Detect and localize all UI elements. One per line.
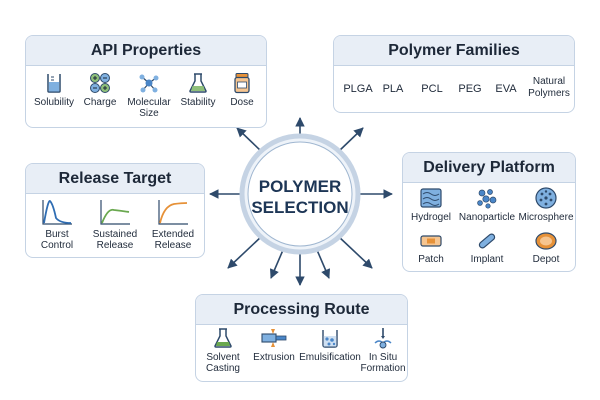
beaker-icon	[47, 74, 61, 93]
family-plga: PLGA	[343, 83, 373, 95]
platform-item-label: Patch	[418, 254, 444, 265]
release-item-label: Sustained Release	[92, 229, 138, 251]
platform-item-hydrogel: Hydrogel	[405, 187, 457, 223]
hydrogel-icon	[420, 188, 442, 208]
api-item-dose: Dose	[222, 72, 262, 108]
api-item-label: Solubility	[33, 97, 75, 108]
arrow-to-polymer-families	[337, 127, 364, 153]
depot-icon	[535, 232, 557, 250]
processing-item-label: Extrusion	[253, 352, 295, 363]
release-target-title: Release Target	[26, 164, 204, 194]
patch-icon	[420, 235, 442, 247]
platform-item-microsphere: Microsphere	[517, 187, 575, 223]
family-pla: PLA	[382, 83, 404, 95]
platform-item-label: Hydrogel	[410, 212, 452, 223]
processing-item-label: Solvent Casting	[206, 352, 240, 374]
api-item-label: Charge	[83, 97, 117, 108]
microsphere-icon	[535, 187, 557, 209]
api-item-stability: Stability	[174, 72, 222, 108]
platform-item-label: Nanoparticle	[458, 212, 516, 223]
arrow-to-processing-left	[269, 249, 284, 279]
flask-icon	[189, 73, 207, 93]
platform-item-label: Microsphere	[518, 212, 574, 223]
release-item-label: Extended Release	[151, 229, 195, 251]
center-title: POLYMER SELECTION	[240, 176, 360, 218]
processing-item-label: Emulsification	[299, 352, 361, 363]
polymer-families-title: Polymer Families	[334, 36, 574, 66]
burst-curve-icon	[42, 200, 72, 225]
polymer-families-card: Polymer Families PLGA PLA PCL PEG EVA Na…	[333, 35, 575, 113]
family-peg: PEG	[458, 83, 482, 95]
emulsion-icon	[322, 330, 338, 348]
release-item-sustained-release: Sustained Release	[86, 198, 144, 251]
api-item-label: Stability	[180, 97, 216, 108]
platform-item-label: Implant	[470, 254, 504, 265]
solvent-flask-icon	[214, 328, 232, 348]
api-item-label: Molecular Size	[127, 97, 171, 119]
arrow-to-lower-right	[337, 235, 373, 269]
release-target-card: Release Target Burst Control Sustained R…	[25, 163, 205, 258]
api-properties-title: API Properties	[26, 36, 266, 66]
platform-item-depot: Depot	[517, 231, 575, 265]
sustained-curve-icon	[100, 200, 130, 225]
charge-icon	[90, 73, 110, 93]
release-item-extended-release: Extended Release	[144, 198, 202, 251]
center-title-line2: SELECTION	[251, 198, 349, 217]
processing-route-card: Processing Route Solvent Casting Extrusi…	[195, 294, 408, 382]
platform-item-label: Depot	[532, 254, 560, 265]
release-item-label: Burst Control	[40, 229, 74, 251]
platform-item-patch: Patch	[405, 231, 457, 265]
arrow-to-lower-left	[227, 235, 263, 269]
api-properties-card: API Properties Solubility Charge Molecul…	[25, 35, 267, 128]
platform-item-implant: Implant	[457, 231, 517, 265]
release-item-burst-control: Burst Control	[30, 198, 84, 251]
api-item-solubility: Solubility	[30, 72, 78, 108]
family-natural-polymers: Natural Polymers	[528, 76, 570, 99]
family-pcl: PCL	[421, 83, 443, 95]
processing-item-solvent-casting: Solvent Casting	[198, 327, 248, 374]
center-title-line1: POLYMER	[258, 177, 342, 196]
arrow-to-processing-right	[316, 249, 331, 279]
pill-bottle-icon	[234, 73, 250, 94]
processing-item-extrusion: Extrusion	[250, 327, 298, 363]
in-situ-icon	[374, 328, 392, 349]
processing-item-in-situ-formation: In Situ Formation	[360, 327, 406, 374]
extrusion-icon	[261, 329, 287, 347]
arrow-to-api-properties	[236, 127, 263, 153]
molecule-icon	[139, 74, 159, 93]
extended-curve-icon	[158, 200, 188, 225]
nanoparticle-icon	[477, 189, 497, 209]
processing-item-emulsification: Emulsification	[298, 327, 362, 363]
api-item-label: Dose	[230, 97, 254, 108]
processing-item-label: In Situ Formation	[360, 352, 406, 374]
delivery-platform-card: Delivery Platform Hydrogel Nanoparticle …	[402, 152, 576, 272]
api-item-charge: Charge	[78, 72, 122, 108]
api-item-molecular-size: Molecular Size	[122, 72, 176, 119]
family-eva: EVA	[495, 83, 517, 95]
platform-item-nanoparticle: Nanoparticle	[457, 187, 517, 223]
implant-icon	[478, 233, 496, 249]
delivery-platform-title: Delivery Platform	[403, 153, 575, 183]
processing-route-title: Processing Route	[196, 295, 407, 325]
